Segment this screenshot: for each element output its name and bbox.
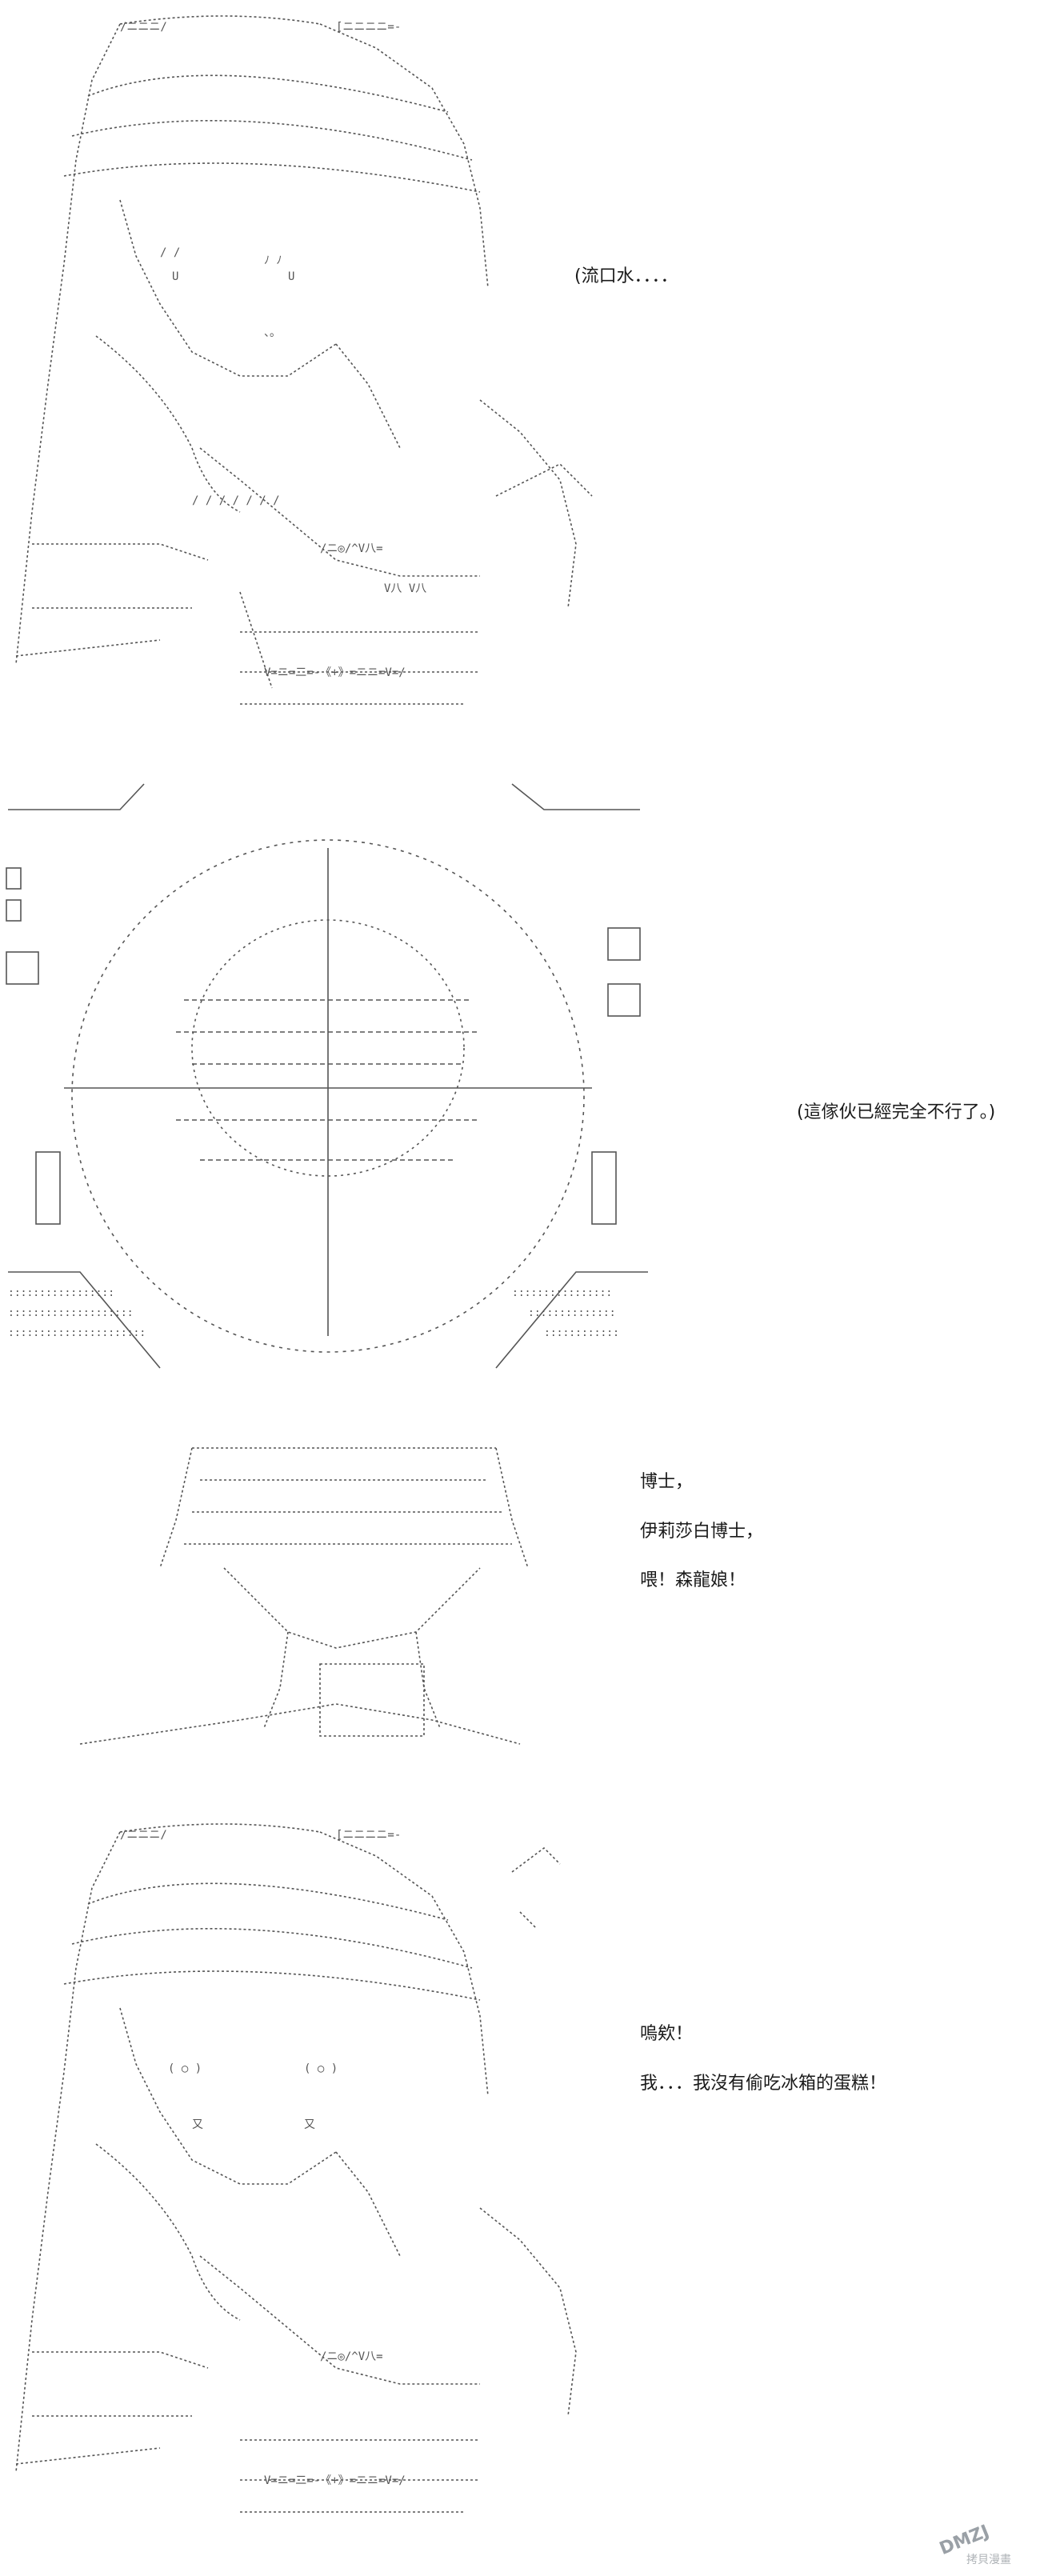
ascii-art-figure-back — [79, 1447, 529, 1745]
svg-text:V=ニ=二=-《+》=ニニ=V=/: V=ニ=二=-《+》=ニニ=V=/ — [264, 666, 406, 679]
site-logo-icon: DMZJ 拷貝漫畫 — [937, 2522, 1011, 2566]
dialog-line: 伊莉莎白博士， — [640, 1522, 764, 1542]
dialog-line: (這傢伙已經完全不行了。) — [797, 1102, 996, 1122]
svg-text:V八 V八: V八 V八 — [384, 582, 426, 595]
svg-text:::::::::::::::::: :::::::::::::::: — [512, 1287, 612, 1299]
ascii-art-girl-drooling: /ニニニ/ [ニニニニ=- / / ﾉ ﾉ U U 、。 / / / / / /… — [15, 15, 593, 705]
svg-text:/ニニニ/: /ニニニ/ — [120, 1829, 167, 1842]
panel-1: /ニニニ/ [ニニニニ=- / / ﾉ ﾉ U U 、。 / / / / / /… — [0, 0, 1040, 720]
svg-text:::::::::::::::: :::::::::::::: — [528, 1307, 616, 1319]
dialog-line: 博士， — [640, 1472, 694, 1492]
svg-text:/ / / / / / /: / / / / / / / — [192, 494, 280, 507]
svg-text:::::::::::::::::::::: :::::::::::::::::::: — [8, 1307, 134, 1319]
svg-text:U: U — [172, 270, 178, 283]
watermark-text: 拷貝漫畫 — [966, 2554, 1011, 2566]
svg-text::::::::::::::::::: ::::::::::::::::: — [8, 1287, 114, 1299]
dialog-line: 喂！森龍娘！ — [640, 1570, 746, 1590]
svg-text:::::::::::::: :::::::::::: — [544, 1327, 619, 1339]
svg-text:/ /: / / — [160, 246, 180, 259]
svg-text:ﾉ ﾉ: ﾉ ﾉ — [264, 254, 282, 267]
panel-2: ::::::::::::::::: :::::::::::::::::::: :… — [0, 744, 1040, 1376]
panel-4: /ニニニ/ [ニニニニ=- ( ○ ) ( ○ ) 又 又 /ニ◎/^V八= V… — [0, 1808, 1040, 2576]
panel-3: 博士， 伊莉莎白博士， 喂！森龍娘！ — [0, 1424, 1040, 1752]
svg-text:( ○ ): ( ○ ) — [304, 2062, 338, 2075]
svg-text:::::::::::::::::::::::: :::::::::::::::::::::: — [8, 1327, 146, 1339]
svg-text:又: 又 — [304, 2118, 315, 2131]
dialog-line: (流口水．．．． — [574, 266, 678, 286]
svg-text:、。: 、。 — [264, 326, 281, 339]
svg-text:/ニ◎/^V八=: /ニ◎/^V八= — [320, 542, 383, 555]
svg-text:U: U — [288, 270, 294, 283]
svg-text:又: 又 — [192, 2118, 203, 2131]
svg-text:/ニニニ/: /ニニニ/ — [120, 21, 167, 34]
svg-text:( ○ ): ( ○ ) — [168, 2062, 202, 2075]
svg-text:[ニニニニ=-: [ニニニニ=- — [336, 21, 401, 34]
svg-text:[ニニニニ=-: [ニニニニ=- — [336, 1829, 401, 1842]
svg-text:/ニ◎/^V八=: /ニ◎/^V八= — [320, 2350, 383, 2363]
dialog-line: 嗚欸！ — [640, 2024, 694, 2044]
svg-text:V=ニ=二=-《+》=ニニ=V=/: V=ニ=二=-《+》=ニニ=V=/ — [264, 2474, 406, 2487]
dialog-line: 我．．．我沒有偷吃冰箱的蛋糕！ — [640, 2074, 887, 2094]
ascii-art-scope-crosshair: ::::::::::::::::: :::::::::::::::::::: :… — [6, 783, 648, 1369]
ascii-art-girl-startled: /ニニニ/ [ニニニニ=- ( ○ ) ( ○ ) 又 又 /ニ◎/^V八= V… — [15, 1823, 577, 2513]
